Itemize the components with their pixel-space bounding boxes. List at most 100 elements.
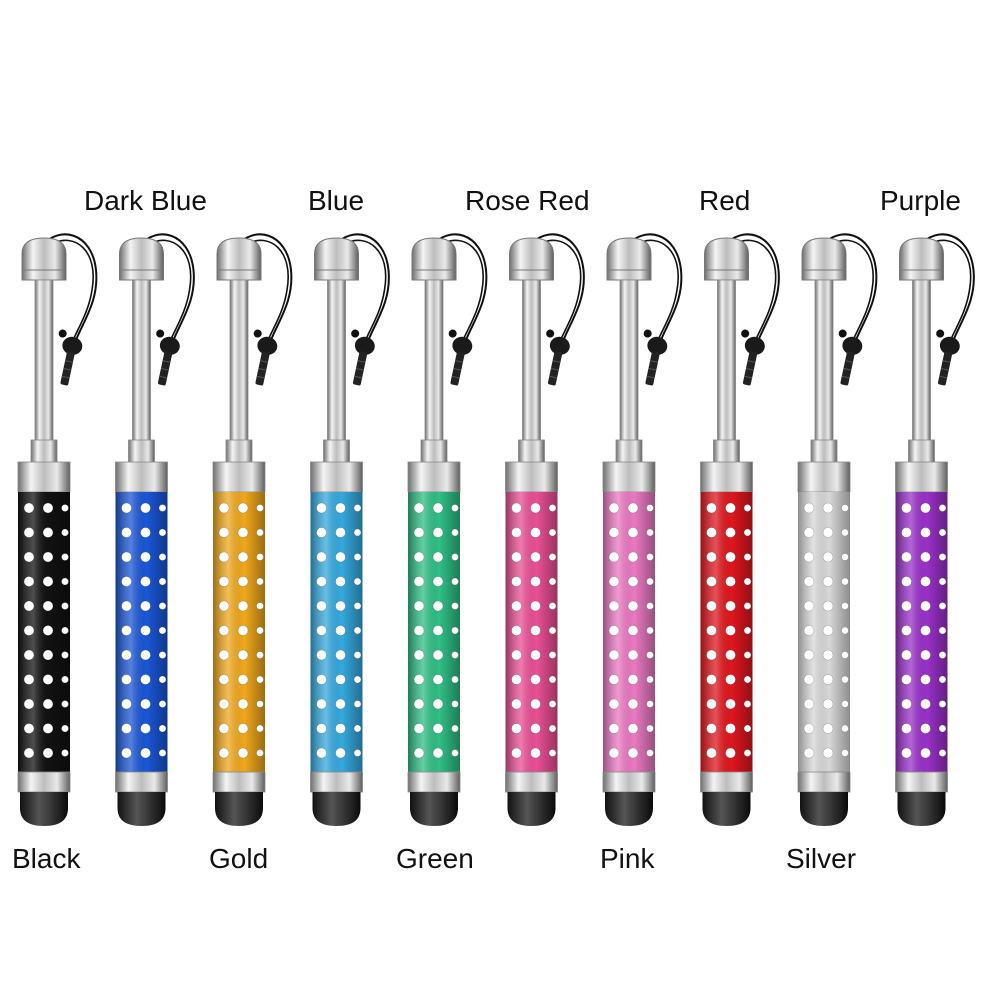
pink-stylus — [602, 233, 683, 826]
telescopic-shaft — [34, 279, 54, 447]
telescopic-shaft — [132, 279, 151, 447]
dust-plug-icon — [741, 329, 765, 386]
barrel-dots — [121, 502, 167, 759]
lanyard-cord — [246, 239, 289, 339]
shaft-collar — [713, 439, 740, 465]
dust-plug-icon — [643, 329, 668, 386]
cap-ring — [606, 269, 652, 281]
color-label-pink: Pink — [600, 843, 655, 874]
barrel-neck — [895, 461, 948, 493]
barrel-neck — [115, 461, 168, 493]
dust-plug-icon — [546, 329, 570, 386]
tip-collar — [115, 771, 168, 793]
barrel-dots — [608, 502, 654, 759]
lanyard-cord — [723, 233, 780, 341]
barrel-neck — [212, 461, 266, 493]
barrel-dots — [901, 502, 947, 759]
green-stylus — [407, 233, 488, 826]
rubber-tip — [507, 792, 556, 826]
rubber-tip — [312, 792, 361, 826]
lanyard-cord — [821, 233, 878, 341]
shaft-collar — [810, 439, 838, 465]
color-label-blue: Blue — [308, 185, 365, 216]
cap-ring — [899, 269, 944, 281]
cap-ring — [216, 269, 262, 281]
rubber-tip — [605, 792, 653, 826]
blue-stylus — [310, 233, 390, 826]
color-label-purple: Purple — [880, 185, 961, 216]
lanyard-cord — [138, 233, 195, 341]
dust-plug-icon — [448, 329, 473, 386]
rubber-tip — [20, 792, 68, 826]
color-label-rose-red: Rose Red — [465, 185, 590, 216]
tip-collar — [700, 771, 753, 793]
barrel-neck — [797, 461, 851, 493]
black-stylus — [17, 233, 98, 826]
color-label-gold: Gold — [209, 843, 269, 874]
color-label-red: Red — [699, 185, 751, 216]
tip-collar — [212, 771, 266, 793]
lanyard-cord — [333, 233, 390, 341]
barrel-neck — [505, 461, 558, 493]
lanyard-cord — [539, 239, 582, 339]
color-label-silver: Silver — [786, 843, 857, 874]
rubber-tip — [117, 792, 166, 826]
telescopic-shaft — [717, 279, 736, 447]
barrel-dots — [803, 502, 849, 759]
rubber-tip — [800, 792, 848, 826]
barrel-neck — [407, 461, 461, 493]
barrel-dots — [23, 502, 69, 759]
tip-collar — [407, 771, 461, 793]
dust-plug-icon — [253, 329, 278, 386]
shaft-collar — [128, 439, 155, 465]
telescopic-shaft — [229, 279, 249, 447]
tip-collar — [602, 771, 656, 793]
dark-blue-stylus — [115, 233, 195, 826]
shaft-collar — [323, 439, 350, 465]
telescopic-shaft — [327, 279, 346, 447]
dust-plug-icon — [351, 329, 375, 386]
lanyard-cord — [929, 239, 972, 339]
cap-ring — [704, 269, 749, 281]
shaft-collar — [225, 439, 253, 465]
dust-plug-icon — [838, 329, 863, 386]
lanyard-cord — [831, 239, 874, 339]
barrel-neck — [310, 461, 363, 493]
barrel-dots — [218, 502, 264, 759]
telescopic-shaft — [619, 279, 639, 447]
dust-plug-icon — [58, 329, 83, 386]
tip-collar — [895, 771, 948, 793]
lanyard-cord — [626, 233, 683, 341]
rubber-tip — [702, 792, 751, 826]
dust-plug-icon — [936, 329, 960, 386]
tip-collar — [17, 771, 71, 793]
cap-ring — [21, 269, 67, 281]
cap-ring — [509, 269, 554, 281]
shaft-collar — [518, 439, 545, 465]
lanyard-cord — [236, 233, 293, 341]
telescopic-shaft — [912, 279, 931, 447]
lanyard-cord — [918, 233, 975, 341]
telescopic-shaft — [522, 279, 541, 447]
cap-ring — [314, 269, 359, 281]
color-label-black: Black — [12, 843, 81, 874]
gold-stylus — [212, 233, 293, 826]
dust-plug-icon — [156, 329, 180, 386]
lanyard-cord — [41, 233, 98, 341]
color-label-green: Green — [396, 843, 474, 874]
telescopic-shaft — [814, 279, 834, 447]
purple-stylus — [895, 233, 975, 826]
lanyard-cord — [734, 239, 777, 339]
shaft-collar — [615, 439, 643, 465]
cap-ring — [119, 269, 164, 281]
red-stylus — [700, 233, 780, 826]
cap-ring — [411, 269, 457, 281]
lanyard-cord — [344, 239, 387, 339]
tip-collar — [797, 771, 851, 793]
color-label-dark-blue: Dark Blue — [84, 185, 207, 216]
barrel-dots — [706, 502, 752, 759]
lanyard-cord — [431, 233, 488, 341]
lanyard-cord — [149, 239, 192, 339]
tip-collar — [310, 771, 363, 793]
